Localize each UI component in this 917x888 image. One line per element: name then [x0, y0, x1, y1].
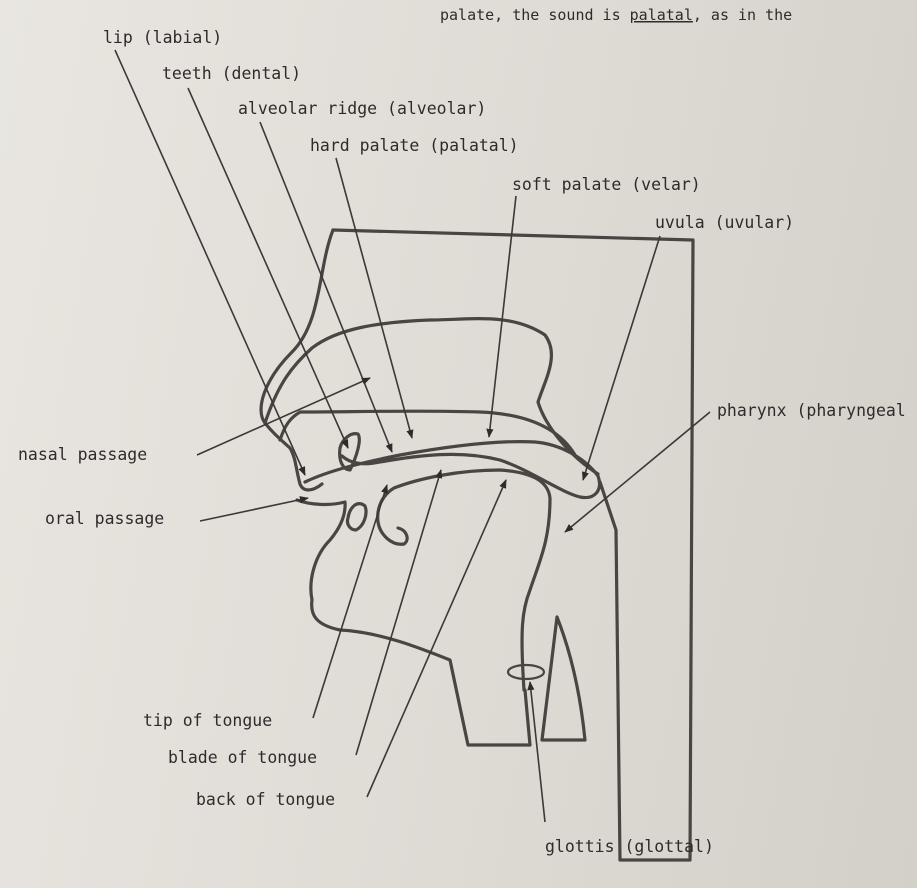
label-alveolar-ridge: alveolar ridge (alveolar): [238, 99, 486, 118]
tongue-tip: [378, 522, 407, 544]
label-pharynx: pharynx (pharyngeal: [717, 401, 906, 420]
label-oral-passage: oral passage: [45, 509, 164, 528]
nose-and-upper-lip: [261, 230, 333, 490]
lower-lip-and-chin: [297, 500, 530, 745]
label-uvula: uvula (uvular): [655, 213, 794, 232]
labels: lip (labial) teeth (dental) alveolar rid…: [18, 28, 906, 856]
arrow-uvula: [583, 236, 660, 480]
top-running-text: palate, the sound is palatal, as in the: [440, 6, 792, 24]
nasal-cavity-floor: [280, 411, 575, 455]
label-teeth: teeth (dental): [162, 64, 301, 83]
label-nasal-passage: nasal passage: [18, 445, 147, 464]
arrow-tip-tongue: [313, 485, 387, 718]
lower-tooth: [347, 504, 366, 530]
label-back-of-tongue: back of tongue: [196, 790, 335, 809]
label-soft-palate: soft palate (velar): [512, 175, 701, 194]
leader-lines: [115, 50, 710, 822]
label-glottis: glottis (glottal): [545, 837, 714, 856]
label-tip-of-tongue: tip of tongue: [143, 711, 272, 730]
arrow-pharynx: [565, 412, 710, 532]
label-hard-palate: hard palate (palatal): [310, 136, 519, 155]
arrow-alveolar: [260, 122, 392, 452]
tongue-surface: [378, 470, 550, 690]
epiglottis: [542, 617, 585, 740]
glottis-ring: [508, 665, 544, 679]
label-blade-of-tongue: blade of tongue: [168, 748, 317, 767]
label-lip: lip (labial): [103, 28, 222, 47]
arrow-soft-palate: [489, 196, 516, 437]
arrow-oral-passage: [200, 498, 308, 521]
arrow-glottis: [530, 682, 545, 822]
arrow-hard-palate: [336, 158, 412, 438]
arrow-blade-tongue: [356, 470, 441, 755]
